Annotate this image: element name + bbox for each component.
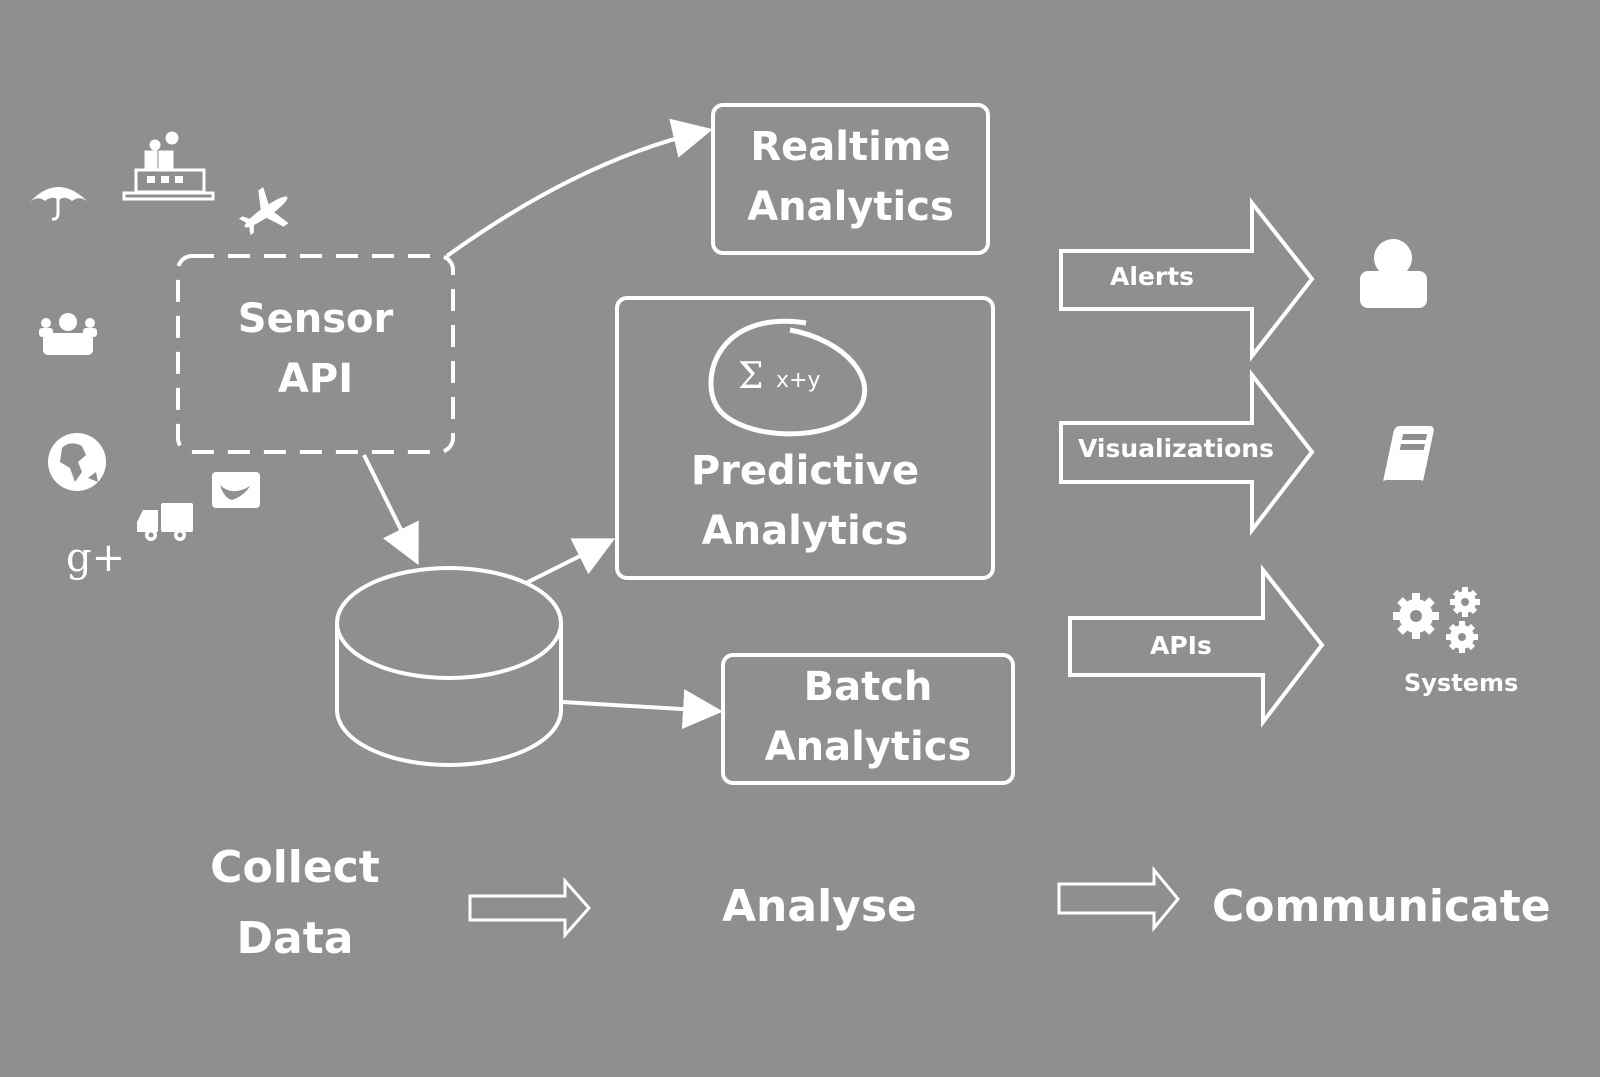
collect-to-analyse-arrow [468, 877, 592, 939]
twitter-icon [212, 472, 260, 508]
analyse-label: Analyse [722, 881, 917, 932]
visualizations-label: Visualizations [1078, 434, 1274, 463]
apis-arrow [1068, 564, 1325, 728]
user-icon [1360, 239, 1427, 308]
predictive-line1: Predictive [690, 448, 920, 494]
realtime-analytics-box [711, 103, 990, 255]
sensor-api-box [176, 254, 455, 454]
arrow-sensor-to-realtime [445, 118, 713, 258]
predictive-analytics-box [615, 296, 995, 580]
collect-line2: Data [236, 912, 354, 964]
collect-data-label: Collect Data [170, 842, 420, 964]
alerts-label: Alerts [1110, 262, 1195, 291]
batch-analytics-box [721, 653, 1015, 785]
realtime-line2: Analytics [747, 184, 954, 230]
arrow-sensor-to-database [362, 454, 419, 566]
alerts-arrow [1059, 197, 1315, 362]
predictive-line2: Analytics [701, 508, 909, 554]
truck-icon [137, 503, 193, 541]
formula-sigma: Σ [738, 356, 764, 397]
predictive-analytics-label: Predictive Analytics [617, 448, 993, 554]
sensor-api-label: Sensor API [178, 296, 453, 402]
sensor-label-line1: Sensor [237, 296, 394, 342]
globe-icon [48, 433, 106, 491]
book-icon [1382, 426, 1434, 488]
systems-label: Systems [1404, 669, 1519, 697]
database-icon [335, 566, 563, 767]
batch-line2: Analytics [764, 724, 972, 770]
apis-label: APIs [1150, 631, 1212, 660]
collect-line1: Collect [210, 842, 380, 893]
airplane-icon [238, 187, 289, 236]
formula-expression: x+y [776, 368, 821, 393]
arrow-database-to-batch [562, 689, 723, 730]
sensor-label-line2: API [277, 356, 354, 402]
communicate-label: Communicate [1212, 881, 1551, 932]
google-plus-icon: g+ [66, 535, 126, 581]
analyse-to-communicate-arrow [1057, 865, 1180, 933]
batch-analytics-label: Batch Analytics [723, 664, 1013, 770]
visualizations-arrow [1059, 369, 1315, 536]
factory-icon [122, 131, 215, 201]
realtime-line1: Realtime [750, 124, 951, 170]
gears-icon [1393, 587, 1480, 653]
realtime-analytics-label: Realtime Analytics [713, 124, 988, 230]
batch-line1: Batch [803, 664, 933, 710]
umbrella-icon [30, 187, 88, 221]
group-icon [39, 313, 97, 355]
formula-circle [708, 318, 868, 437]
arrow-database-to-predictive [525, 538, 616, 585]
